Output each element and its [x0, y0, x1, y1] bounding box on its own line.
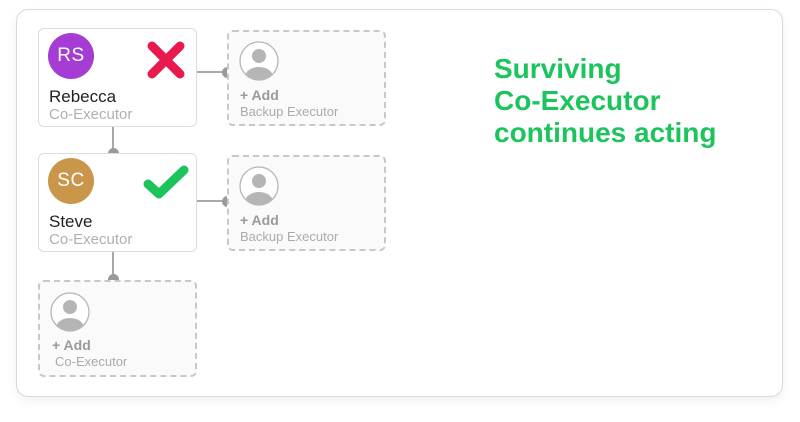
- executor-name: Steve: [49, 212, 93, 231]
- user-placeholder-icon: [239, 41, 279, 81]
- avatar-initials: RS: [57, 45, 85, 66]
- add-co-executor[interactable]: + Add Co-Executor: [38, 280, 197, 377]
- user-placeholder-icon: [239, 166, 279, 206]
- add-backup-executor-2[interactable]: + Add Backup Executor: [227, 155, 386, 251]
- avatar: SC: [48, 158, 94, 204]
- executor-role: Co-Executor: [49, 106, 133, 123]
- add-sublabel: Co-Executor: [55, 354, 128, 369]
- add-backup-executor-1[interactable]: + Add Backup Executor: [227, 30, 386, 126]
- check-mark-icon: [143, 165, 189, 199]
- add-label: + Add: [52, 337, 91, 353]
- executor-card-rebecca[interactable]: RS Rebecca Co-Executor: [38, 28, 197, 127]
- connector-dot: [108, 274, 119, 285]
- user-placeholder-icon: [50, 292, 90, 332]
- avatar: RS: [48, 33, 94, 79]
- add-sublabel: Backup Executor: [240, 104, 339, 119]
- connector-vertical-1: [112, 127, 114, 153]
- headline-line-1: Surviving: [494, 53, 622, 84]
- headline: Surviving Co-Executor continues acting: [494, 53, 716, 149]
- connector-vertical-2: [112, 252, 114, 280]
- headline-line-3: continues acting: [494, 117, 717, 148]
- connector-horizontal-2: [197, 200, 229, 202]
- x-mark-icon: [147, 41, 185, 79]
- executor-role: Co-Executor: [49, 231, 133, 248]
- executor-name: Rebecca: [49, 87, 117, 106]
- executor-card-steve[interactable]: SC Steve Co-Executor: [38, 153, 197, 252]
- connector-horizontal-1: [197, 71, 229, 73]
- add-label: + Add: [240, 212, 279, 228]
- headline-line-2: Co-Executor: [494, 85, 661, 116]
- add-sublabel: Backup Executor: [240, 229, 339, 244]
- add-label: + Add: [240, 87, 279, 103]
- avatar-initials: SC: [57, 170, 85, 191]
